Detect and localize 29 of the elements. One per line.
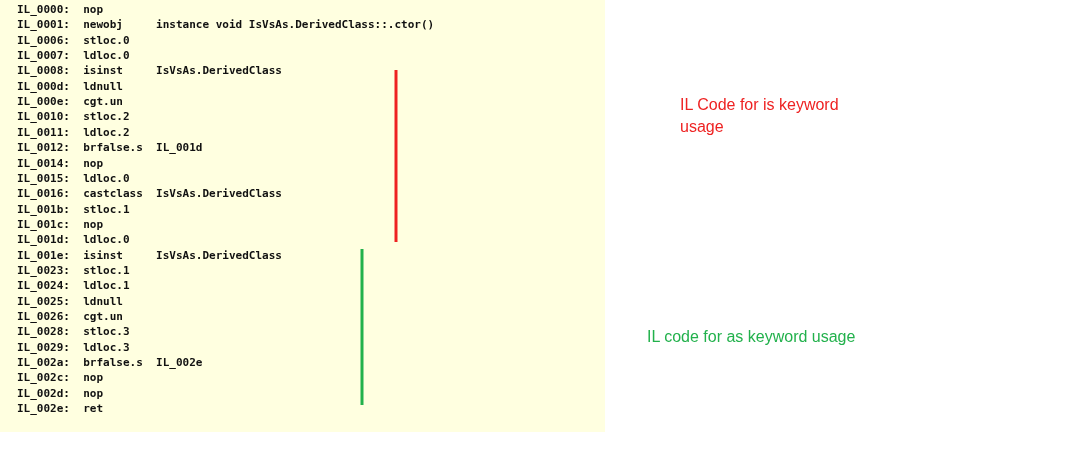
- code-line: IL_0010: stloc.2: [17, 110, 130, 125]
- code-line: IL_0011: ldloc.2: [17, 125, 130, 140]
- code-line: IL_002d: nop: [17, 386, 104, 401]
- code-line: IL_0012: brfalse.s IL_001d: [17, 141, 203, 156]
- code-line: IL_001e: isinst IsVsAs.DerivedClass: [17, 248, 282, 263]
- code-line: IL_0025: ldnull: [17, 294, 123, 309]
- code-line: IL_002e: ret: [17, 402, 104, 417]
- code-line: IL_0014: nop: [17, 156, 104, 171]
- code-line: IL_001c: nop: [17, 217, 104, 232]
- code-line: IL_002a: brfalse.s IL_002e: [17, 356, 203, 371]
- code-line: IL_0008: isinst IsVsAs.DerivedClass: [17, 64, 282, 79]
- code-line: IL_0023: stloc.1: [17, 263, 130, 278]
- code-line: IL_0029: ldloc.3: [17, 340, 130, 355]
- annotation-text: IL Code for is keyword usage: [680, 95, 840, 137]
- code-line: IL_0000: nop: [17, 3, 104, 17]
- code-line: IL_0026: cgt.un: [17, 310, 123, 324]
- code-line: IL_0016: castclass IsVsAs.DerivedClass: [17, 187, 282, 202]
- code-line: IL_0006: stloc.0: [17, 33, 130, 48]
- code-line: IL_0015: ldloc.0: [17, 171, 130, 186]
- code-line: IL_002c: nop: [17, 371, 104, 386]
- code-line: IL_001d: ldloc.0: [17, 233, 130, 248]
- code-line: IL_0001: newobj instance void IsVsAs.DerivedClass::.ctor(): [17, 18, 435, 33]
- code-line: IL_000d: ldnull: [17, 79, 123, 94]
- code-line: IL_001b: stloc.1: [17, 202, 130, 217]
- code-line: IL_000e: cgt.un: [17, 95, 123, 110]
- annotation-text: IL code for as keyword usage: [647, 327, 857, 347]
- code-line: IL_0024: ldloc.1: [17, 279, 130, 294]
- code-line: IL_0028: stloc.3: [17, 325, 130, 340]
- code-line: IL_0007: ldloc.0: [17, 49, 130, 64]
